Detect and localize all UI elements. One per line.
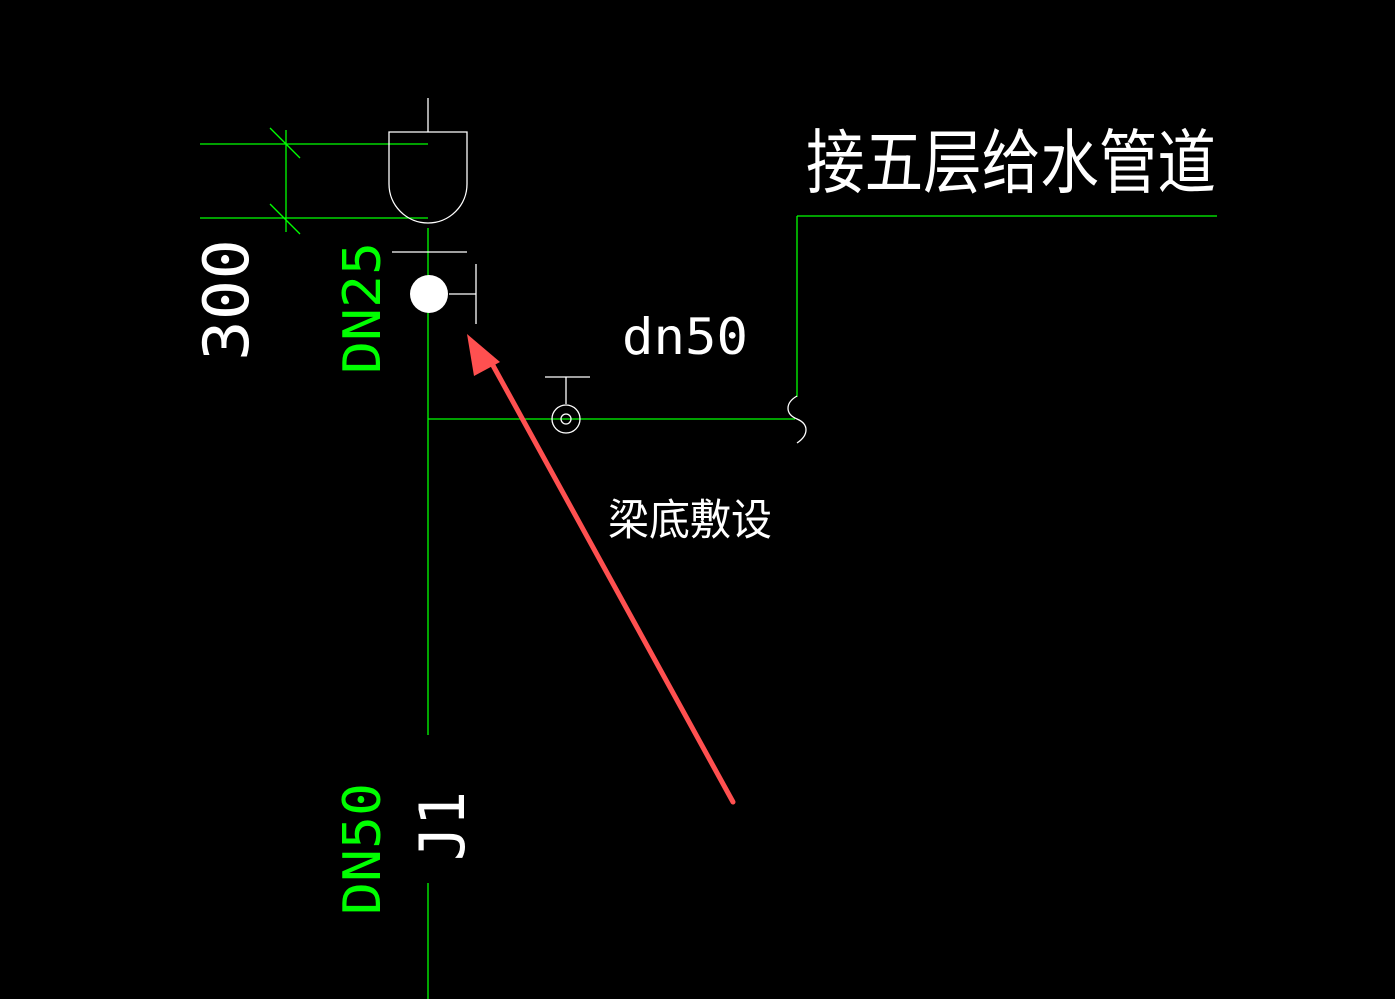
gate-valve-center bbox=[560, 413, 572, 425]
red-arrow-shaft bbox=[487, 357, 736, 805]
dimension-tick-top bbox=[269, 127, 301, 159]
laying-note-label: 梁底敷设 bbox=[608, 496, 772, 546]
highlight-dot-icon bbox=[410, 275, 448, 313]
riser-id-label: J1 bbox=[406, 791, 479, 861]
dimension-tick-bottom bbox=[269, 203, 301, 235]
red-arrow-icon bbox=[467, 334, 736, 805]
urinal-symbol-icon bbox=[388, 131, 468, 224]
riser-size-upper-label: DN25 bbox=[333, 242, 393, 374]
red-arrow-head bbox=[467, 334, 500, 376]
drawing-title: 接五层给水管道 bbox=[806, 122, 1216, 204]
branch-size-label: dn50 bbox=[622, 308, 748, 366]
dimension-value-label: 300 bbox=[190, 239, 263, 361]
gate-valve-icon bbox=[551, 404, 581, 434]
pipe-break-icon bbox=[787, 395, 807, 444]
fixture-and-fittings bbox=[388, 98, 807, 444]
riser-size-lower-label: DN50 bbox=[333, 783, 393, 915]
